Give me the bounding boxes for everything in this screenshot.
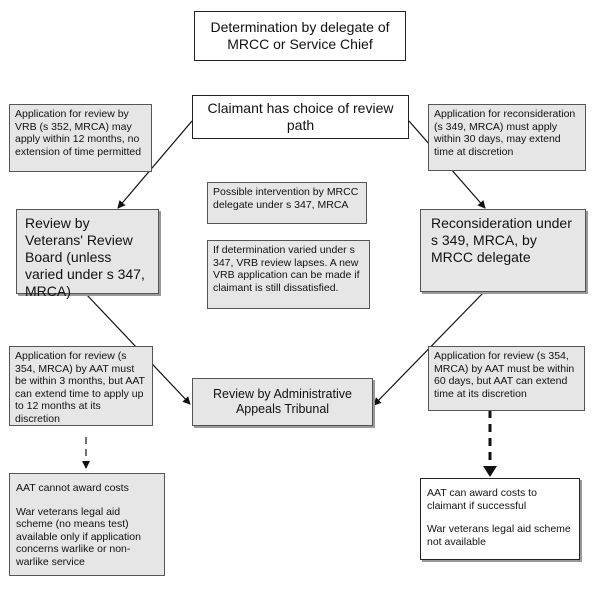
choice-text: Claimant has choice of review path: [207, 100, 394, 133]
reconsideration-application-note: Application for reconsideration (s 349, …: [428, 104, 586, 171]
aat-review-text: Review by Administrative Appeals Tribuna…: [213, 387, 352, 416]
determination-box: Determination by delegate of MRCC or Ser…: [194, 11, 406, 61]
costs-right-line-1: AAT can award costs to claimant if succe…: [427, 487, 537, 512]
aat-left-application-text: Application for review (s 354, MRCA) by …: [15, 350, 145, 425]
reconsideration-box: Reconsideration under s 349, MRCA, by MR…: [420, 209, 586, 292]
intervention-note: Possible intervention by MRCC delegate u…: [207, 182, 367, 224]
reconsideration-text: Reconsideration under s 349, MRCA, by MR…: [431, 215, 572, 265]
costs-right-note: AAT can award costs to claimant if succe…: [420, 478, 580, 560]
costs-right-line-2: War veterans legal aid scheme not availa…: [427, 523, 571, 548]
aat-right-application-note: Application for review (s 354, MRCA) by …: [428, 346, 585, 411]
determination-text: Determination by delegate of MRCC or Ser…: [210, 19, 390, 52]
vrb-lapse-text: If determination varied under s 347, VRB…: [213, 244, 360, 294]
dashed-arrow-right-head: [483, 466, 497, 477]
costs-left-line-2: War veterans legal aid scheme (no means …: [16, 505, 141, 568]
costs-left-line-1: AAT cannot award costs: [16, 482, 129, 494]
vrb-lapse-note: If determination varied under s 347, VRB…: [207, 240, 370, 309]
choice-box: Claimant has choice of review path: [192, 95, 409, 139]
aat-left-application-note: Application for review (s 354, MRCA) by …: [9, 346, 153, 426]
vrb-application-note: Application for review by VRB (s 352, MR…: [9, 104, 152, 172]
reconsideration-application-text: Application for reconsideration (s 349, …: [434, 108, 576, 158]
vrb-review-text: Review by Veterans' Review Board (unless…: [25, 215, 145, 299]
aat-right-application-text: Application for review (s 354, MRCA) by …: [434, 350, 575, 400]
costs-left-note: AAT cannot award costs War veterans lega…: [9, 473, 165, 576]
vrb-application-text: Application for review by VRB (s 352, MR…: [15, 108, 142, 158]
intervention-text: Possible intervention by MRCC delegate u…: [213, 186, 359, 211]
vrb-review-box: Review by Veterans' Review Board (unless…: [16, 209, 159, 299]
aat-review-box: Review by Administrative Appeals Tribuna…: [192, 378, 373, 426]
arrow-choice-to-vrb: [117, 120, 193, 209]
